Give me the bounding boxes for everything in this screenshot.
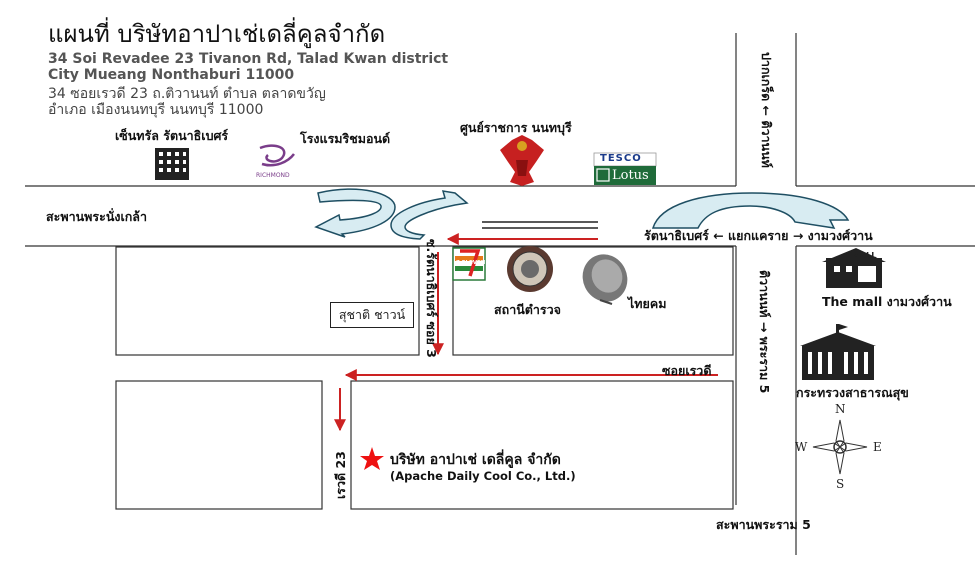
suchat-label: สุชาติ ชาวน์ — [330, 302, 414, 328]
central-label: เซ็นทรัล รัตนาธิเบศร์ — [115, 128, 229, 143]
company-location-star-icon — [360, 447, 384, 470]
median-lines — [482, 221, 598, 229]
bridge-rama5-label: สะพานพระราม 5 — [716, 517, 811, 532]
mall-label: The mall งามวงศ์วาน — [822, 294, 952, 309]
block-left-bottom — [115, 380, 323, 510]
tesco-lotus-logo-icon — [593, 152, 657, 185]
garuda-emblem-icon — [500, 135, 544, 186]
satellite-dish-icon — [582, 254, 628, 305]
route-arrows — [334, 233, 718, 432]
compass-east: E — [873, 440, 882, 454]
mall-building-icon — [822, 248, 886, 288]
ratanathibet-junction-label: รัตนาธิเบศร์ ← แยกแคราย → งามวงศ์วาน — [644, 228, 873, 243]
police-badge-icon — [507, 246, 553, 292]
company-name-en: (Apache Daily Cool Co., Ltd.) — [390, 469, 576, 483]
pak-kret-road-label: ปากเกร็ด ← ติวานนท์ — [759, 52, 774, 168]
tesco-logo-text: TESCO — [600, 153, 642, 164]
address-en-line-2: City Mueang Nonthaburi 11000 — [48, 67, 295, 83]
address-en-line-1: 34 Soi Revadee 23 Tivanon Rd, Talad Kwan… — [48, 51, 449, 67]
u-turn-arrows — [314, 188, 850, 240]
mall-sign-text: MALL — [852, 251, 877, 260]
thaicom-label: ไทยคม — [628, 296, 667, 311]
ministry-label: กระทรวงสาธารณสุข — [796, 385, 909, 400]
building-icon — [155, 148, 189, 180]
richmond-label: โรงแรมริชมอนด์ — [300, 131, 391, 146]
compass-south: S — [836, 477, 845, 491]
block-company — [350, 380, 734, 510]
tiwanon-rama5-road-label: ติวานนท์ → พระราม 5 — [757, 270, 772, 394]
seven-eleven-logo-text: 7 ELEVEN — [456, 260, 486, 266]
lotus-logo-text: Lotus — [612, 168, 649, 183]
address-th-line-2: อำเภอ เมืองนนทบุรี นนทบุรี 11000 — [48, 102, 264, 118]
richmond-logo-text: RICHMOND — [256, 172, 290, 179]
rewadee23-road-label: เรวดี 23 — [333, 451, 348, 499]
police-label: สถานีตำรวจ — [494, 302, 561, 317]
rat-soi3-road-label: ซ.รัตนาธิเบศร์ ซอย 3 — [424, 239, 439, 358]
govt-center-label: ศูนย์ราชการ นนทบุรี — [460, 120, 572, 135]
page-title: แผนที่ บริษัทอาปาเช่เดลี่คูลจำกัด — [48, 20, 386, 48]
compass-north: N — [835, 402, 846, 416]
bridge-nangklao-label: สะพานพระนั่งเกล้า — [46, 209, 147, 224]
block-left-top — [115, 246, 420, 356]
soi-rewadee-label: ซอยเรวดี — [662, 363, 712, 378]
company-name-th: บริษัท อาปาเช่ เดลี่คูล จำกัด — [390, 452, 561, 468]
compass-rose-icon — [812, 419, 868, 475]
richmond-logo-icon — [259, 144, 295, 167]
seven-eleven-logo-icon — [452, 247, 486, 281]
compass-west: W — [795, 440, 808, 454]
address-th-line-1: 34 ซอยเรวดี 23 ถ.ติวานนท์ ตำบล ตลาดขวัญ — [48, 86, 326, 102]
main-road-lines — [25, 33, 975, 555]
ministry-building-icon — [800, 324, 876, 380]
